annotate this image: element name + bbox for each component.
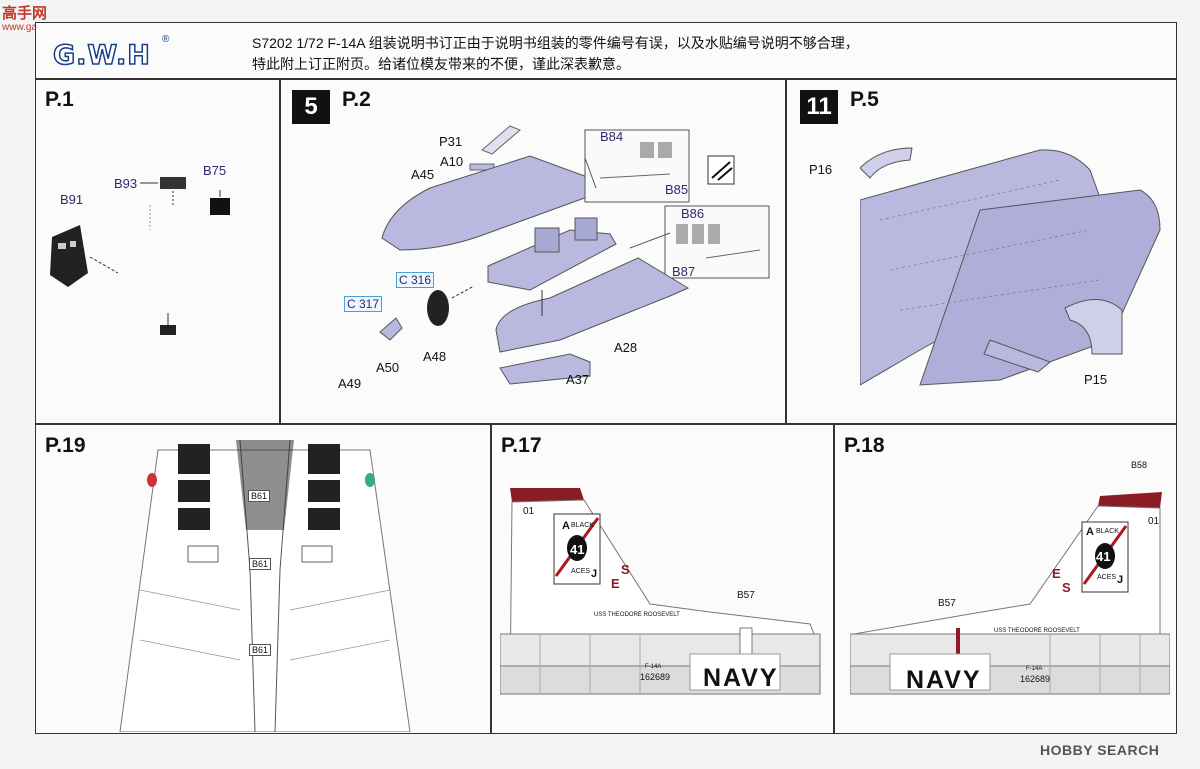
part-label-c316: C 316 (396, 272, 435, 288)
part-label-b87: B87 (672, 264, 696, 279)
tail-number-p18: 01 (1148, 516, 1160, 527)
col-divider (785, 78, 787, 423)
header-divider (35, 78, 1177, 80)
modex-s-p18: S (1062, 580, 1071, 595)
ship-name-p18: USS THEODORE ROOSEVELT (994, 628, 1080, 634)
ship-name: USS THEODORE ROOSEVELT (594, 612, 680, 618)
insignia-a: A (562, 520, 570, 532)
p17-tail-side-view (500, 488, 821, 695)
aircraft-serial-p18: 162689 (1020, 674, 1051, 684)
aircraft-type: F-14A (645, 664, 662, 670)
part-label-b75: B75 (203, 163, 227, 178)
insignia-j-p18: J (1117, 574, 1124, 586)
part-label-a50: A50 (376, 360, 400, 375)
aircraft-type-p18: F-14A (1026, 666, 1043, 672)
insignia-aces-p18: ACES (1097, 574, 1117, 581)
correction-notice: S7202 1/72 F-14A 组装说明书订正由于说明书组装的零件编号有误，以… (252, 33, 859, 75)
notice-line-2: 特此附上订正附页。给诸位模友带来的不便，谨此深表歉意。 (252, 56, 630, 72)
part-label-p16: P16 (809, 162, 833, 177)
part-label-b84: B84 (600, 129, 624, 144)
insignia-a-p18: A (1086, 526, 1094, 538)
part-label-a49: A49 (338, 376, 362, 391)
part-label-p31: P31 (439, 134, 463, 149)
insignia-j: J (591, 568, 598, 580)
insignia-black-p18: BLACK (1096, 528, 1119, 535)
decal-label-b61-3: B61 (249, 644, 272, 656)
step-number-5: 5 (292, 90, 330, 124)
p5-engine-nacelle-diagram (860, 147, 1161, 386)
modex-e: E (611, 576, 620, 591)
part-label-b86: B86 (681, 206, 705, 221)
part-label-a48: A48 (423, 349, 447, 364)
part-label-b57-p17: B57 (737, 590, 755, 601)
part-label-b85: B85 (665, 182, 689, 197)
panel-label-p18: P.18 (844, 434, 885, 457)
registered-mark: ® (162, 34, 170, 45)
insignia-black: BLACK (571, 522, 594, 529)
decal-label-b61-1: B61 (248, 490, 271, 502)
watermark-hobby-search: HOBBY SEARCH (1040, 742, 1160, 758)
col-divider (279, 78, 281, 423)
part-label-b91: B91 (60, 192, 84, 207)
modex-e-p18: E (1052, 566, 1061, 581)
navy-marking: NAVY (703, 664, 779, 692)
part-label-a28: A28 (614, 340, 638, 355)
part-label-b57-p18: B57 (938, 598, 956, 609)
p1-cockpit-decal-diagram (50, 177, 230, 335)
p18-tail-side-view (850, 492, 1170, 695)
aircraft-serial: 162689 (640, 672, 671, 682)
panel-label-p19: P.19 (45, 434, 86, 457)
watermark-brand: 高手网 (2, 5, 48, 22)
p19-wing-top-view (119, 440, 411, 732)
notice-line-1: S7202 1/72 F-14A 组装说明书订正由于说明书组装的零件编号有误，以… (252, 35, 859, 51)
insignia-ace-number-p18: 41 (1096, 549, 1111, 564)
col-divider (490, 423, 492, 734)
part-label-a45: A45 (411, 167, 435, 182)
panel-label-p2: P.2 (342, 88, 371, 111)
tail-number: 01 (523, 506, 535, 517)
part-label-b93: B93 (114, 176, 138, 191)
insignia-aces: ACES (571, 568, 591, 575)
gwh-logo: G.W.H (52, 39, 151, 72)
part-label-p15: P15 (1084, 372, 1108, 387)
panel-label-p1: P.1 (45, 88, 74, 111)
insignia-ace-number: 41 (570, 542, 585, 557)
navy-marking-p18: NAVY (906, 666, 982, 694)
p2-fuselage-assembly-diagram (379, 125, 770, 385)
part-label-b58: B58 (1131, 460, 1148, 470)
part-label-a37: A37 (566, 372, 590, 387)
part-label-a10: A10 (440, 154, 464, 169)
panel-label-p5: P.5 (850, 88, 879, 111)
row-divider (35, 423, 1177, 425)
decal-label-b61-2: B61 (249, 558, 272, 570)
col-divider (833, 423, 835, 734)
step-number-11: 11 (800, 90, 838, 124)
modex-s: S (621, 562, 630, 577)
part-label-c317: C 317 (344, 296, 383, 312)
panel-label-p17: P.17 (501, 434, 542, 457)
